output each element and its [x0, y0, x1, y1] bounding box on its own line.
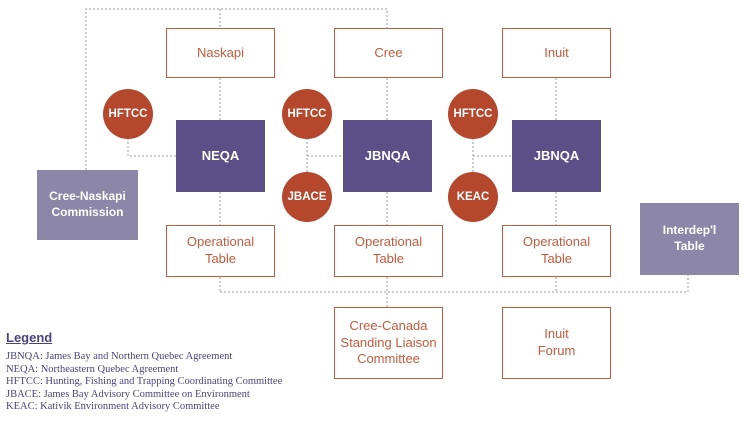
legend-item-jbace: JBACE: James Bay Advisory Committee on E…	[6, 388, 250, 400]
legend-title: Legend	[6, 330, 53, 345]
cree-canada-committee-box: Cree-Canada Standing Liaison Committee	[334, 307, 443, 379]
jbnqa-right-box: JBNQA	[512, 120, 601, 192]
operational-table-left: Operational Table	[166, 225, 275, 277]
bottom-bus-connector	[220, 275, 689, 293]
legend-item-keac: KEAC: Kativik Environment Advisory Commi…	[6, 401, 220, 412]
jbace-circle: JBACE	[282, 172, 332, 222]
hftcc-left-circle: HFTCC	[103, 89, 153, 139]
hftcc-left-connector	[127, 134, 176, 157]
hftcc-middle-circle: HFTCC	[282, 89, 332, 139]
cree-box: Cree	[334, 28, 443, 78]
operational-table-right: Operational Table	[502, 225, 611, 277]
commission-top-connector	[85, 8, 388, 170]
inuit-forum-box: Inuit Forum	[502, 307, 611, 379]
legend-item-jbnqa: JBNQA: James Bay and Northern Quebec Agr…	[6, 351, 233, 362]
jbnqa-middle-box: JBNQA	[343, 120, 432, 192]
hftcc-right-circle: HFTCC	[448, 89, 498, 139]
inuit-box: Inuit	[502, 28, 611, 78]
operational-table-middle: Operational Table	[334, 225, 443, 277]
legend-item-neqa: NEQA: Northeastern Quebec Agreement	[6, 363, 179, 375]
naskapi-box: Naskapi	[166, 28, 275, 78]
interdep-table-box: Interdep'l Table	[640, 203, 739, 275]
neqa-box: NEQA	[176, 120, 265, 192]
keac-circle: KEAC	[448, 172, 498, 222]
legend-item-hftcc: HFTCC: Hunting, Fishing and Trapping Coo…	[6, 376, 283, 387]
legend: Legend JBNQA: James Bay and Northern Que…	[6, 330, 306, 414]
cree-naskapi-commission-box: Cree-Naskapi Commission	[37, 170, 138, 240]
